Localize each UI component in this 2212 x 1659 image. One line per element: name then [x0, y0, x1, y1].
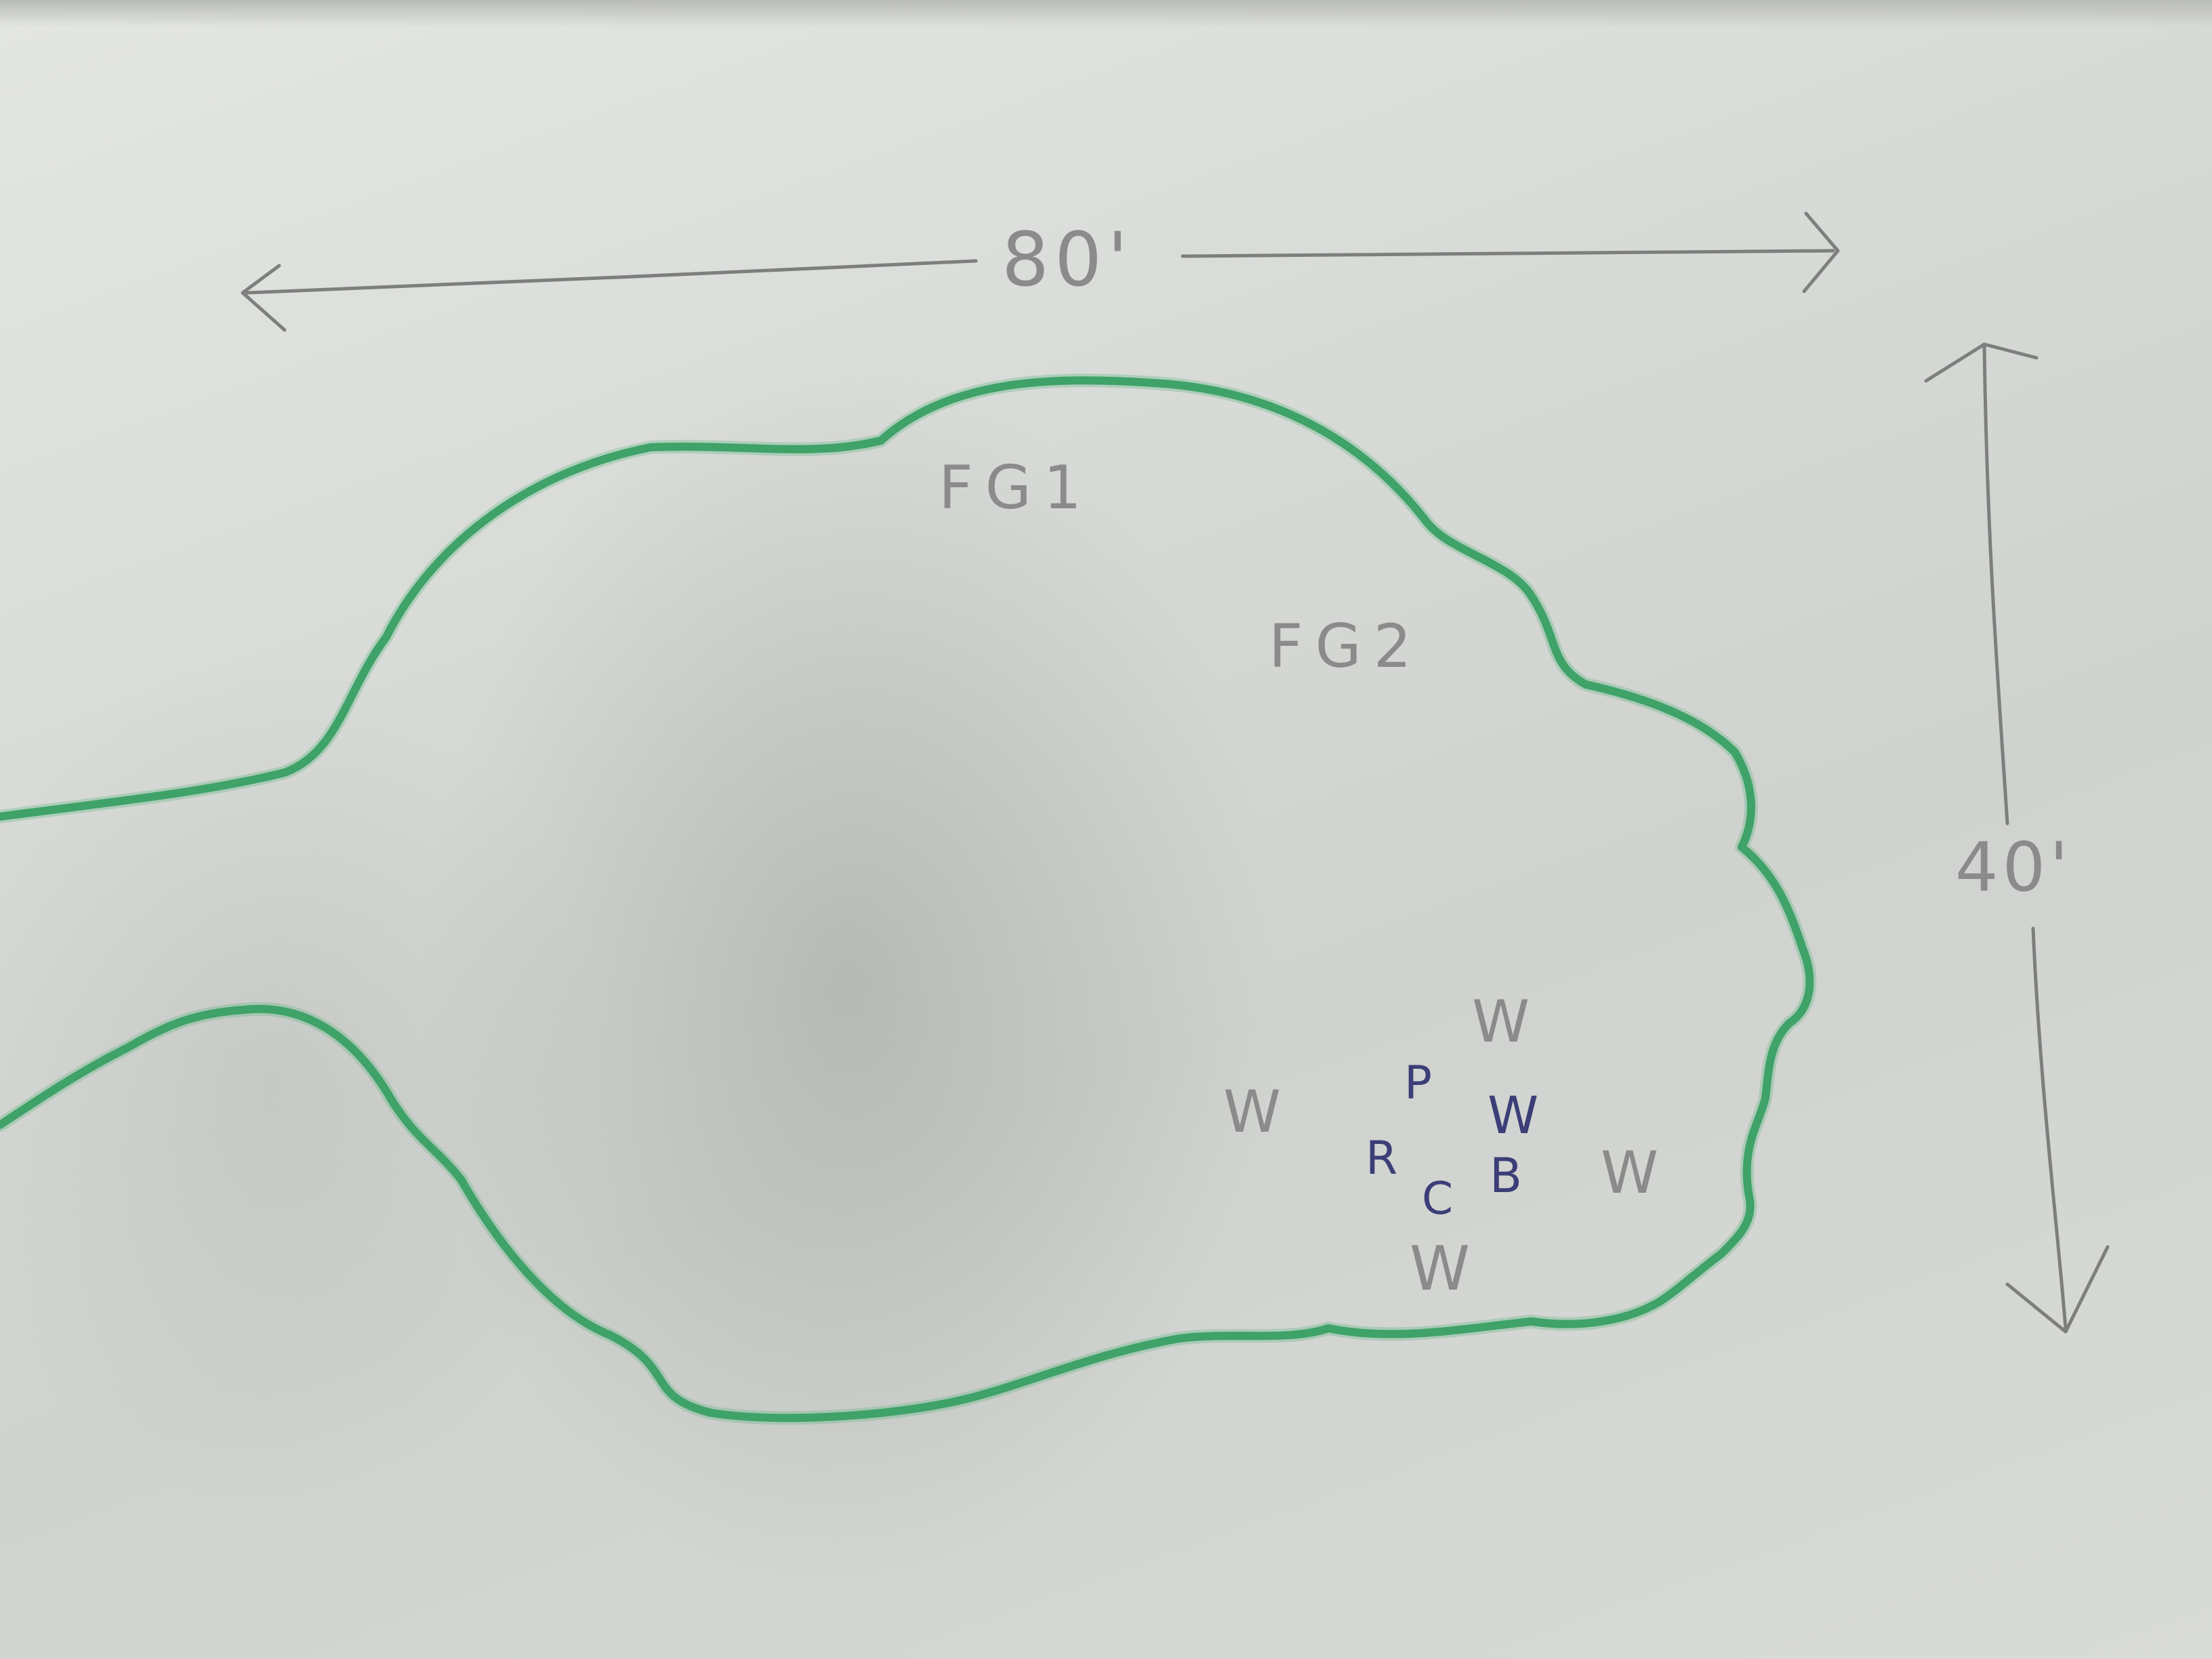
marker-p: P — [1404, 1057, 1433, 1110]
width-dimension-arrow — [241, 211, 1840, 332]
marker-b: B — [1490, 1148, 1523, 1204]
width-label: 80' — [1002, 216, 1134, 303]
height-label: 40' — [1955, 827, 2072, 907]
marker-c: C — [1422, 1172, 1454, 1225]
marker-r: R — [1366, 1132, 1398, 1185]
marker-w-left: W — [1223, 1078, 1282, 1146]
marker-w-right: W — [1601, 1139, 1659, 1207]
marker-w-center: W — [1488, 1085, 1539, 1145]
zone-label-fg2: FG2 — [1269, 611, 1424, 681]
area-outline — [0, 373, 1817, 1425]
marker-w-bottom: W — [1410, 1233, 1470, 1305]
zone-label-fg1: FG1 — [939, 453, 1094, 523]
marker-w-top: W — [1472, 988, 1530, 1056]
height-dimension-arrow — [1924, 342, 2110, 1334]
